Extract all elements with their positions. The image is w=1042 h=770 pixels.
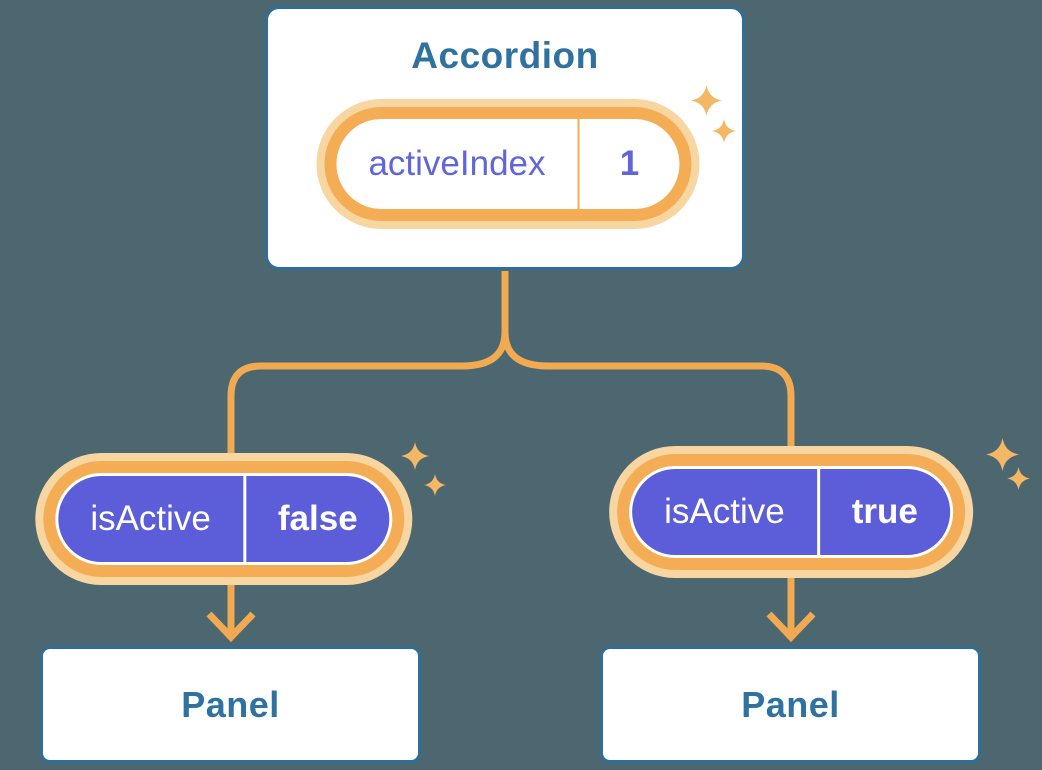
sparkle-icon (986, 438, 1019, 471)
prop-name-label: isActive (664, 492, 785, 531)
state-name-label: activeIndex (368, 144, 546, 183)
prop-pill-isactive-false: isActive false (43, 461, 405, 577)
prop-name-label: isActive (90, 499, 211, 538)
branch-right-line (501, 271, 795, 447)
accordion-title: Accordion (411, 35, 599, 76)
prop-pill-body: isActive false (55, 473, 393, 565)
arrow-left-head (206, 611, 256, 643)
prop-pill-body: isActive true (629, 466, 953, 558)
panel-box-right: Panel (600, 646, 981, 763)
prop-value-label: true (816, 469, 950, 555)
prop-pill-isactive-true: isActive true (617, 454, 965, 570)
sparkle-icon (401, 442, 429, 470)
branch-left-line (227, 271, 509, 454)
sparkle-icon (691, 85, 722, 116)
sparkle-icon (424, 474, 446, 496)
panel-box-left: Panel (40, 646, 421, 763)
panel-label: Panel (741, 683, 840, 725)
sparkle-icon (712, 119, 736, 143)
state-pill-activeindex: activeIndex 1 (324, 107, 692, 221)
state-value-label: 1 (577, 119, 680, 209)
arrow-right-head (766, 611, 816, 643)
prop-value-label: false (242, 476, 390, 562)
panel-label: Panel (181, 683, 280, 725)
sparkle-icon (1007, 467, 1030, 490)
state-pill-body: activeIndex 1 (336, 119, 680, 209)
